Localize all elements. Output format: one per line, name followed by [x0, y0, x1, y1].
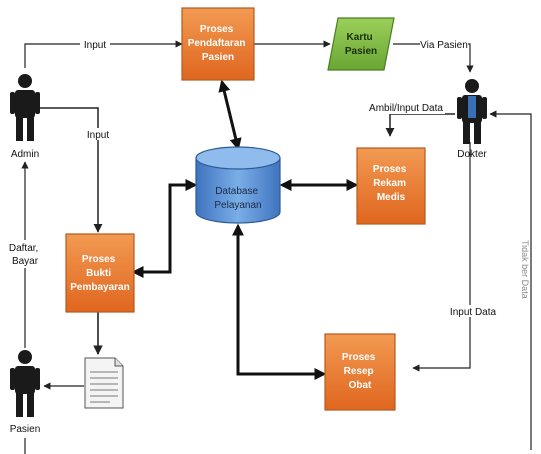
svg-text:Kartu Pasien: Kartu Pasien [345, 32, 377, 57]
process-rekam-line1: Proses [373, 164, 407, 175]
admin-actor-icon [10, 74, 40, 141]
process-rekam-medis: Proses Rekam Medis [356, 147, 426, 225]
database-line2: Pelayanan [214, 200, 261, 211]
process-bukti-line3: Pembayaran [70, 282, 129, 293]
label-input-left: Input [87, 130, 109, 141]
flow-admin-to-pendaftaran [24, 40, 183, 68]
label-daftar-bayar: Daftar, Bayar [9, 243, 41, 267]
flow-db-bukti [131, 179, 198, 278]
admin-label: Admin [11, 149, 39, 160]
output-kartu-pasien: Kartu Pasien [327, 17, 395, 71]
svg-text:Proses Pendaftaran: Proses Pendaftaran Pasien [188, 24, 249, 63]
process-resep-line1: Proses [342, 352, 376, 363]
svg-text:Proses Resep Obat: Proses Resep Obat [342, 352, 378, 391]
process-pendaftaran-line3: Pasien [202, 52, 234, 63]
document-icon [84, 357, 124, 409]
label-ambil-input-data: Ambil/Input Data [369, 103, 443, 114]
flow-kartu-to-dokter [393, 43, 474, 73]
process-bukti-line1: Proses [82, 254, 116, 265]
label-input-data: Input Data [450, 307, 497, 318]
dokter-label: Dokter [457, 149, 487, 160]
process-bukti-pembayaran: Proses Bukti Pembayaran [65, 233, 135, 313]
label-daftar: Daftar, [9, 243, 38, 254]
flow-db-resep [232, 223, 327, 380]
database-pelayanan: Database Pelayanan [195, 146, 281, 224]
svg-text:Proses Rekam Medis: Proses Rekam Medis [373, 164, 409, 203]
dokter-actor-icon [457, 79, 487, 144]
kartu-line2: Pasien [345, 46, 377, 57]
flow-boundary-to-dokter [489, 110, 532, 450]
margin-rotated-text: Tidak ber Data [520, 240, 530, 299]
process-resep-line2: Resep [344, 366, 374, 377]
label-input-top: Input [84, 40, 106, 51]
svg-text:Database Pelayanan: Database Pelayanan [214, 186, 261, 211]
pasien-label: Pasien [10, 424, 41, 435]
process-resep-line3: Obat [349, 380, 372, 391]
flow-dokter-to-rekam [385, 113, 455, 137]
process-bukti-line2: Bukti [86, 268, 111, 279]
pasien-actor-icon [10, 350, 40, 417]
process-pendaftaran-line2: Pendaftaran [188, 38, 246, 49]
process-rekam-line3: Medis [377, 192, 406, 203]
database-line1: Database [215, 186, 258, 197]
flow-dokter-to-resep [412, 142, 471, 372]
flow-admin-to-bukti [40, 107, 103, 233]
flow-db-pendaftaran [218, 79, 242, 151]
process-pendaftaran-line1: Proses [200, 24, 234, 35]
label-via-pasien: Via Pasien [420, 40, 468, 51]
process-resep-obat: Proses Resep Obat [324, 333, 396, 411]
label-bayar: Bayar [12, 256, 39, 267]
svg-text:Proses Bukti Pemba: Proses Bukti Pembayaran [70, 254, 129, 293]
process-rekam-line2: Rekam [373, 178, 406, 189]
process-pendaftaran-pasien: Proses Pendaftaran Pasien [181, 7, 255, 81]
kartu-line1: Kartu [347, 32, 373, 43]
